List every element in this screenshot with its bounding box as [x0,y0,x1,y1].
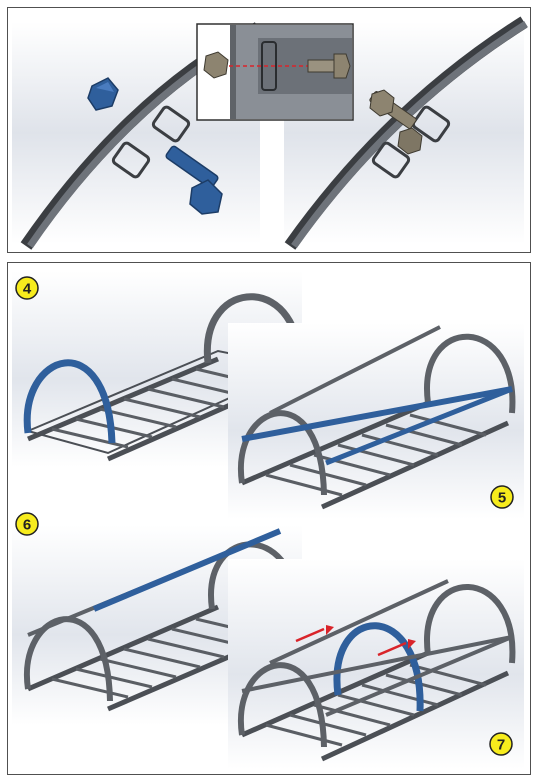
grey-hoop-front [237,662,327,748]
step-number-5: 5 [498,490,506,507]
step-badge-5: 5 [490,485,514,509]
grey-hoop-back [424,584,516,664]
right-rung-brackets [371,105,451,179]
installed-bolt-icon [369,89,423,155]
bolt-detail-drawing [12,16,528,250]
assembly-steps-drawing: 4 5 6 7 [12,271,524,769]
grey-hoop-front [237,410,327,496]
blue-hoop-front [23,359,116,444]
step-number-4: 4 [23,281,32,298]
hex-bolt-icon [165,145,223,215]
step-5-scene [228,323,524,519]
bolt-detail-panel [7,7,531,253]
ladder-base [241,400,510,510]
step-number-6: 6 [23,517,31,534]
step-7-scene [228,559,524,769]
blue-rail-top [92,528,282,612]
grey-rail-side [241,635,513,693]
blue-rail-side [241,386,513,442]
blue-rail-side-2 [325,386,513,466]
step-badge-7: 7 [489,732,513,756]
step-number-7: 7 [497,737,505,754]
grey-hoop-back [424,333,516,414]
left-rung-brackets [111,105,191,179]
blue-hoop-middle [333,622,424,712]
move-arrow-icon [295,625,334,643]
grey-rail-side-2 [325,635,513,717]
step-badge-6: 6 [15,512,39,536]
bolt-zoom-inset [196,23,354,121]
grey-rail-top [269,325,441,415]
assembly-steps-panel: 4 5 6 7 [7,262,531,775]
step-badge-4: 4 [15,276,39,300]
hex-nut-icon [87,77,119,111]
grey-rail-top [269,579,449,665]
move-arrow-icon [377,639,416,657]
